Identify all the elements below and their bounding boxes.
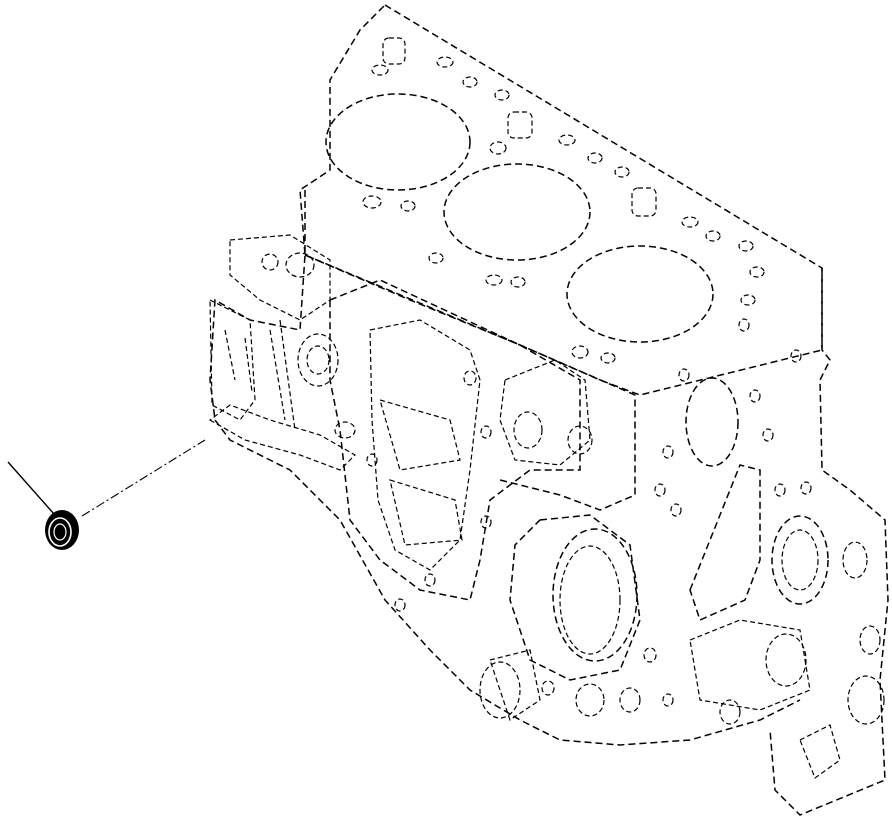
plug-cap-face <box>53 523 67 541</box>
side-holes <box>366 318 812 612</box>
front-boss-cluster <box>208 234 356 471</box>
block-top-deck <box>299 4 823 396</box>
lower-left-details <box>479 647 741 725</box>
lower-web <box>689 464 885 779</box>
cylinder-bore-2 <box>443 163 591 261</box>
block-mid-edge <box>304 254 636 511</box>
front-cover-web <box>379 399 463 546</box>
cylinder-bore-1 <box>325 93 471 191</box>
plug-cap <box>45 510 79 550</box>
center-boss <box>463 359 593 466</box>
cylinder-block <box>208 4 889 816</box>
leader-line <box>7 461 55 515</box>
plug-cap-ring <box>48 517 72 547</box>
assembly-centerline <box>81 439 206 517</box>
front-cover-inner <box>369 319 481 571</box>
top-passage-1 <box>382 37 406 65</box>
cylinder-bore-3 <box>566 245 714 343</box>
head-bolt-holes <box>362 56 765 364</box>
camshaft-bore <box>685 377 739 467</box>
block-right-wall <box>769 268 889 816</box>
top-passage-3 <box>631 187 657 217</box>
front-cover-flange <box>329 279 581 601</box>
block-front-face <box>209 190 801 746</box>
crankshaft-bore <box>509 514 641 681</box>
plug-cap-outer <box>45 510 79 550</box>
top-passage-2 <box>507 111 533 139</box>
